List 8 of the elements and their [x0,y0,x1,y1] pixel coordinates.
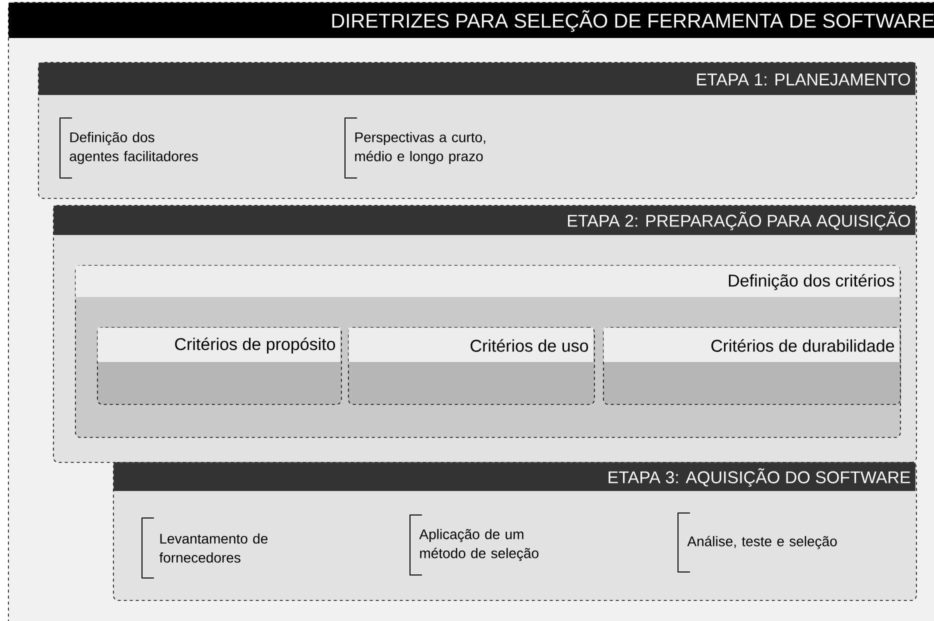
bracketed-item: Definição dos agentes facilitadores [60,118,198,178]
criterion-box: Critérios de durabilidade [603,327,901,405]
bracketed-item: Análise, teste e seleção [678,512,837,572]
bracketed-item: Aplicação de um método de seleção [410,514,538,576]
bracketed-item: Perspectivas a curto, médio e longo prazo [344,118,486,178]
criterion-box: Critérios de propósito [97,327,342,405]
criterion-box: Critérios de uso [348,327,595,405]
bracketed-item: Levantamento de fornecedores [142,518,268,578]
